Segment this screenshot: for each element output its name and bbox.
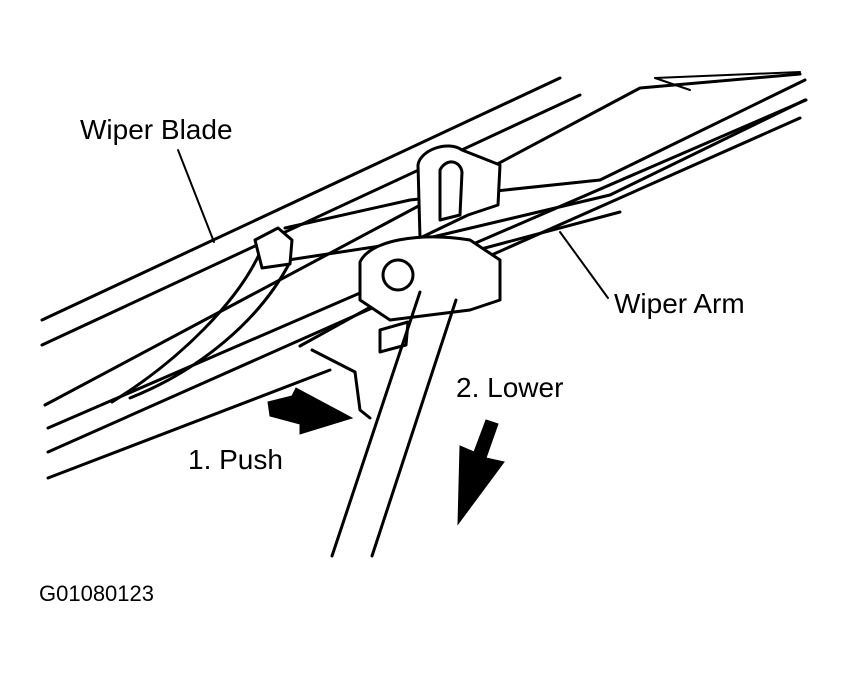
label-step-lower: 2. Lower bbox=[456, 372, 564, 403]
label-wiper-blade: Wiper Blade bbox=[80, 114, 233, 145]
leader-line-blade bbox=[177, 149, 215, 243]
label-step-push: 1. Push bbox=[188, 444, 283, 475]
lower-arrow-icon bbox=[457, 419, 505, 526]
wiper-arm-drawing bbox=[110, 78, 807, 404]
push-arrow-icon bbox=[267, 387, 354, 435]
figure-code: G01080123 bbox=[39, 581, 154, 606]
arm-shaft-drawing bbox=[330, 290, 458, 558]
leader-line-arm bbox=[559, 231, 609, 299]
label-wiper-arm: Wiper Arm bbox=[614, 288, 745, 319]
